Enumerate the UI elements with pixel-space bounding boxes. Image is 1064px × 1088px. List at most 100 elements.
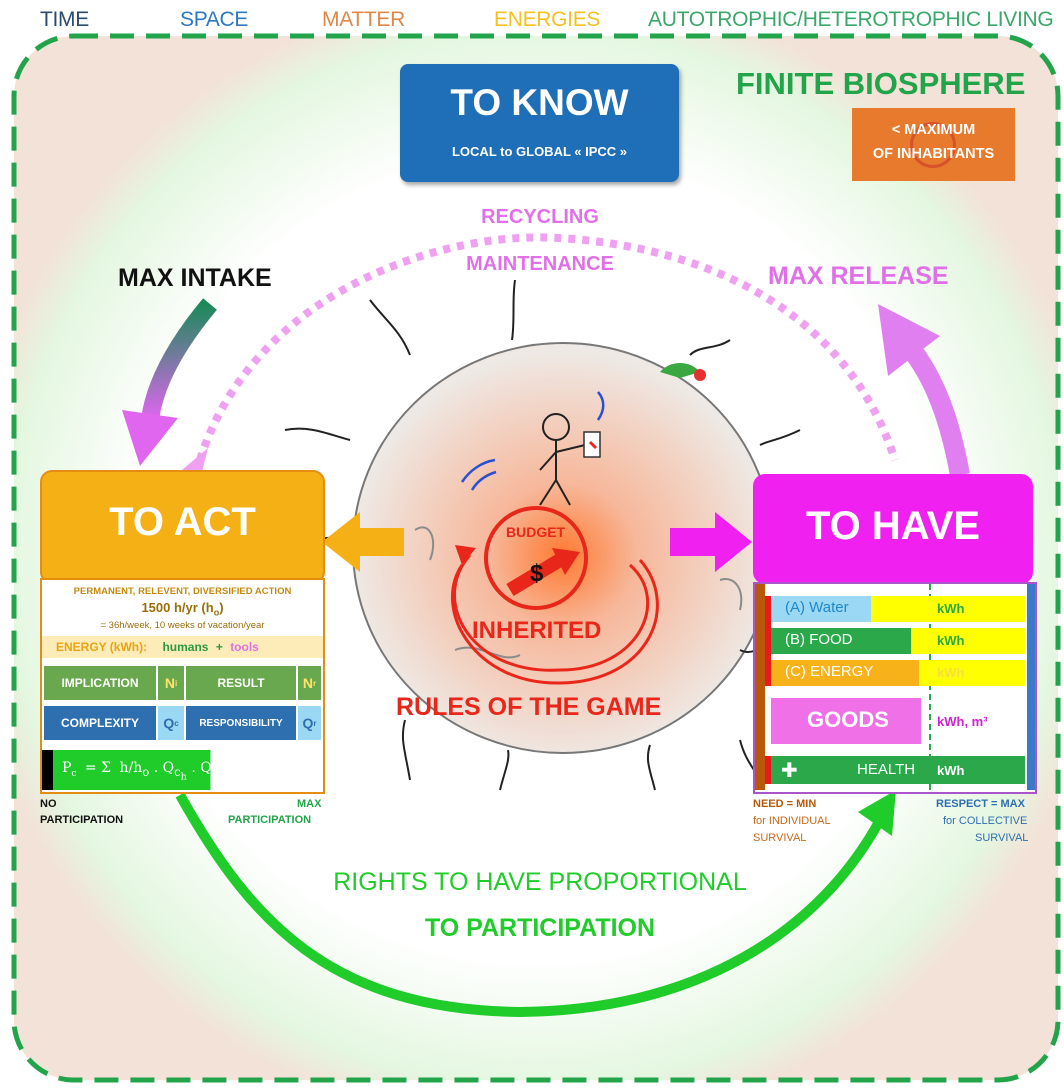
max-release-label: MAX RELEASE	[768, 262, 949, 290]
act-hours-text: 1500 h/yr (h	[141, 600, 214, 615]
stick-figure	[539, 413, 586, 506]
inherited-spiral	[453, 554, 649, 672]
energy-have-fill	[765, 660, 919, 686]
water-unit: kWh	[937, 601, 965, 616]
energy-have-row: (C) ENERGY kWh	[765, 660, 1025, 686]
goods-fill	[771, 698, 921, 744]
energy-tools: tools	[230, 640, 259, 654]
n-r-label: N	[302, 675, 313, 691]
header-time: TIME	[40, 8, 89, 31]
to-know-title: TO KNOW	[450, 82, 629, 123]
food-row: (B) FOOD kWh	[765, 628, 1025, 654]
act-hours-end: )	[219, 600, 224, 615]
budget-arrow	[506, 553, 564, 597]
to-act-header: TO ACT	[40, 470, 325, 584]
respect-sub-2: SURVIVAL	[975, 832, 1029, 844]
to-know-box: TO KNOW LOCAL to GLOBAL « IPCC »	[400, 64, 679, 182]
participation-arc	[175, 792, 885, 1018]
rights-line1: RIGHTS TO HAVE PROPORTIONAL	[333, 868, 747, 896]
rights-line2: TO PARTICIPATION	[424, 914, 656, 942]
act-hours-note: = 36h/week, 10 weeks of vacation/year	[100, 620, 265, 631]
dollar-sign: $	[530, 560, 544, 587]
no-participation-2: PARTICIPATION	[40, 814, 124, 826]
header-living: AUTOTROPHIC/HETEROTROPHIC LIVING	[648, 8, 1054, 31]
to-know-subtitle: LOCAL to GLOBAL « IPCC »	[451, 144, 628, 159]
goods-unit: kWh, m³	[937, 714, 988, 729]
water-label: (A) Water	[785, 599, 849, 616]
biosphere-title: FINITE BIOSPHERE	[736, 66, 1026, 101]
inherited-label: INHERITED	[472, 617, 602, 644]
water-fill	[765, 596, 871, 622]
energy-label: ENERGY (kWh):	[56, 640, 148, 654]
rules-label: RULES OF THE GAME	[396, 693, 662, 721]
biosphere-border	[11, 33, 1061, 1083]
participation-bar	[42, 750, 323, 790]
need-label: NEED = MIN	[753, 798, 817, 810]
recycling-label: RECYCLING	[481, 206, 599, 228]
have-left-stripe	[755, 584, 765, 790]
max-release-arrow	[903, 343, 970, 477]
food-label: (B) FOOD	[785, 631, 853, 648]
max-intake-arrow	[141, 298, 217, 422]
to-have-header: TO HAVE	[753, 474, 1033, 584]
energy-plus: +	[215, 640, 223, 654]
energy-row: ENERGY (kWh): humans + tools	[42, 636, 323, 658]
q-r-label: Q	[302, 715, 314, 731]
n-r-sub: r	[313, 678, 317, 688]
complexity-cell: COMPLEXITY	[44, 706, 156, 740]
q-r-sub: r	[313, 718, 317, 728]
health-unit: kWh	[937, 763, 965, 778]
health-cross-icon: ✚	[781, 760, 798, 782]
have-red-marker-2	[765, 756, 771, 784]
to-have-body: (A) Water kWh (B) FOOD kWh (C) ENERGY kW…	[753, 582, 1037, 794]
signal-right	[596, 391, 605, 421]
have-right-stripe	[1027, 584, 1035, 790]
max-release-arrowhead	[878, 304, 940, 376]
max-intake-arrowhead	[122, 410, 178, 466]
have-red-marker-1	[765, 596, 771, 686]
goods-row: GOODS kWh, m³	[765, 694, 1025, 746]
maintenance-label: MAINTENANCE	[466, 253, 614, 275]
act-action: PERMANENT, RELEVENT, DIVERSIFIED ACTION	[73, 586, 292, 597]
header-space: SPACE	[180, 8, 249, 31]
energy-have-unit: kWh	[937, 665, 965, 680]
q-c-label: Q	[163, 715, 175, 731]
goods-label: GOODS	[807, 707, 889, 732]
no-symbol-icon	[910, 122, 956, 168]
plant	[660, 363, 700, 378]
to-have-title: TO HAVE	[805, 504, 981, 548]
budget-label: BUDGET	[506, 524, 566, 540]
have-arrow	[670, 512, 752, 572]
act-hours-sub: o	[213, 607, 220, 618]
max-inhabitants-line1: < MAXIMUM	[891, 122, 976, 138]
participation-arrowhead	[858, 790, 896, 836]
budget-circle	[484, 506, 588, 610]
energy-have-label: (C) ENERGY	[785, 663, 874, 680]
recycling-arc	[196, 233, 899, 462]
implication-cell: IMPLICATION	[44, 666, 156, 700]
have-divider	[929, 584, 931, 790]
formula-p-sub: c	[71, 768, 77, 779]
result-cell: RESULT	[186, 666, 296, 700]
signal-left	[460, 458, 497, 491]
max-participation-1: MAX	[297, 798, 322, 810]
to-act-body: PERMANENT, RELEVENT, DIVERSIFIED ACTION …	[40, 578, 325, 794]
need-sub-2: SURVIVAL	[753, 832, 807, 844]
act-hours: 1500 h/yr (ho)	[42, 600, 323, 618]
no-participation-1: NO	[40, 798, 57, 810]
act-arrow	[322, 512, 404, 572]
to-act-title: TO ACT	[109, 500, 256, 544]
water-row: (A) Water kWh	[765, 596, 1025, 622]
max-participation-2: PARTICIPATION	[228, 814, 312, 826]
health-label: HEALTH	[857, 761, 916, 778]
max-inhabitants-box: < MAXIMUM OF INHABITANTS	[852, 108, 1015, 181]
food-fill	[765, 628, 911, 654]
need-sub-1: for INDIVIDUAL	[753, 815, 831, 827]
respect-sub-1: for COLLECTIVE	[943, 815, 1028, 827]
max-inhabitants-line2: OF INHABITANTS	[872, 146, 995, 162]
formula-p: P	[62, 760, 72, 776]
